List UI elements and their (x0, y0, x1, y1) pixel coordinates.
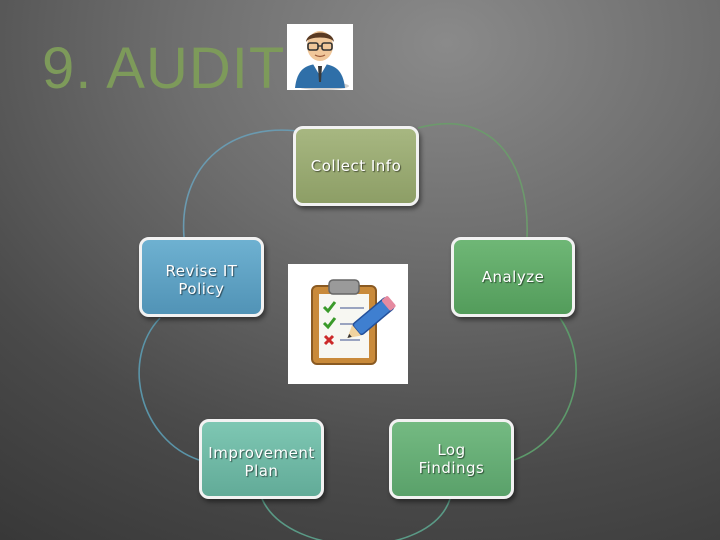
arrow-improve-to-revise (138, 317, 200, 461)
step-log-findings: Log Findings (389, 419, 514, 499)
step-improvement-plan: Improvement Plan (199, 419, 324, 499)
step-analyze: Analyze (451, 237, 575, 317)
arrow-collect-to-analyze (417, 122, 528, 238)
step-collect-info: Collect Info (293, 126, 419, 206)
step-revise-it-policy: Revise IT Policy (139, 237, 264, 317)
clipboard-checklist-pencil-icon (288, 264, 408, 384)
slide-title: 9. AUDIT (42, 36, 286, 101)
auditor-person-icon (287, 24, 353, 90)
arrow-analyze-to-log (513, 317, 577, 461)
arrow-log-to-improve (261, 498, 451, 540)
